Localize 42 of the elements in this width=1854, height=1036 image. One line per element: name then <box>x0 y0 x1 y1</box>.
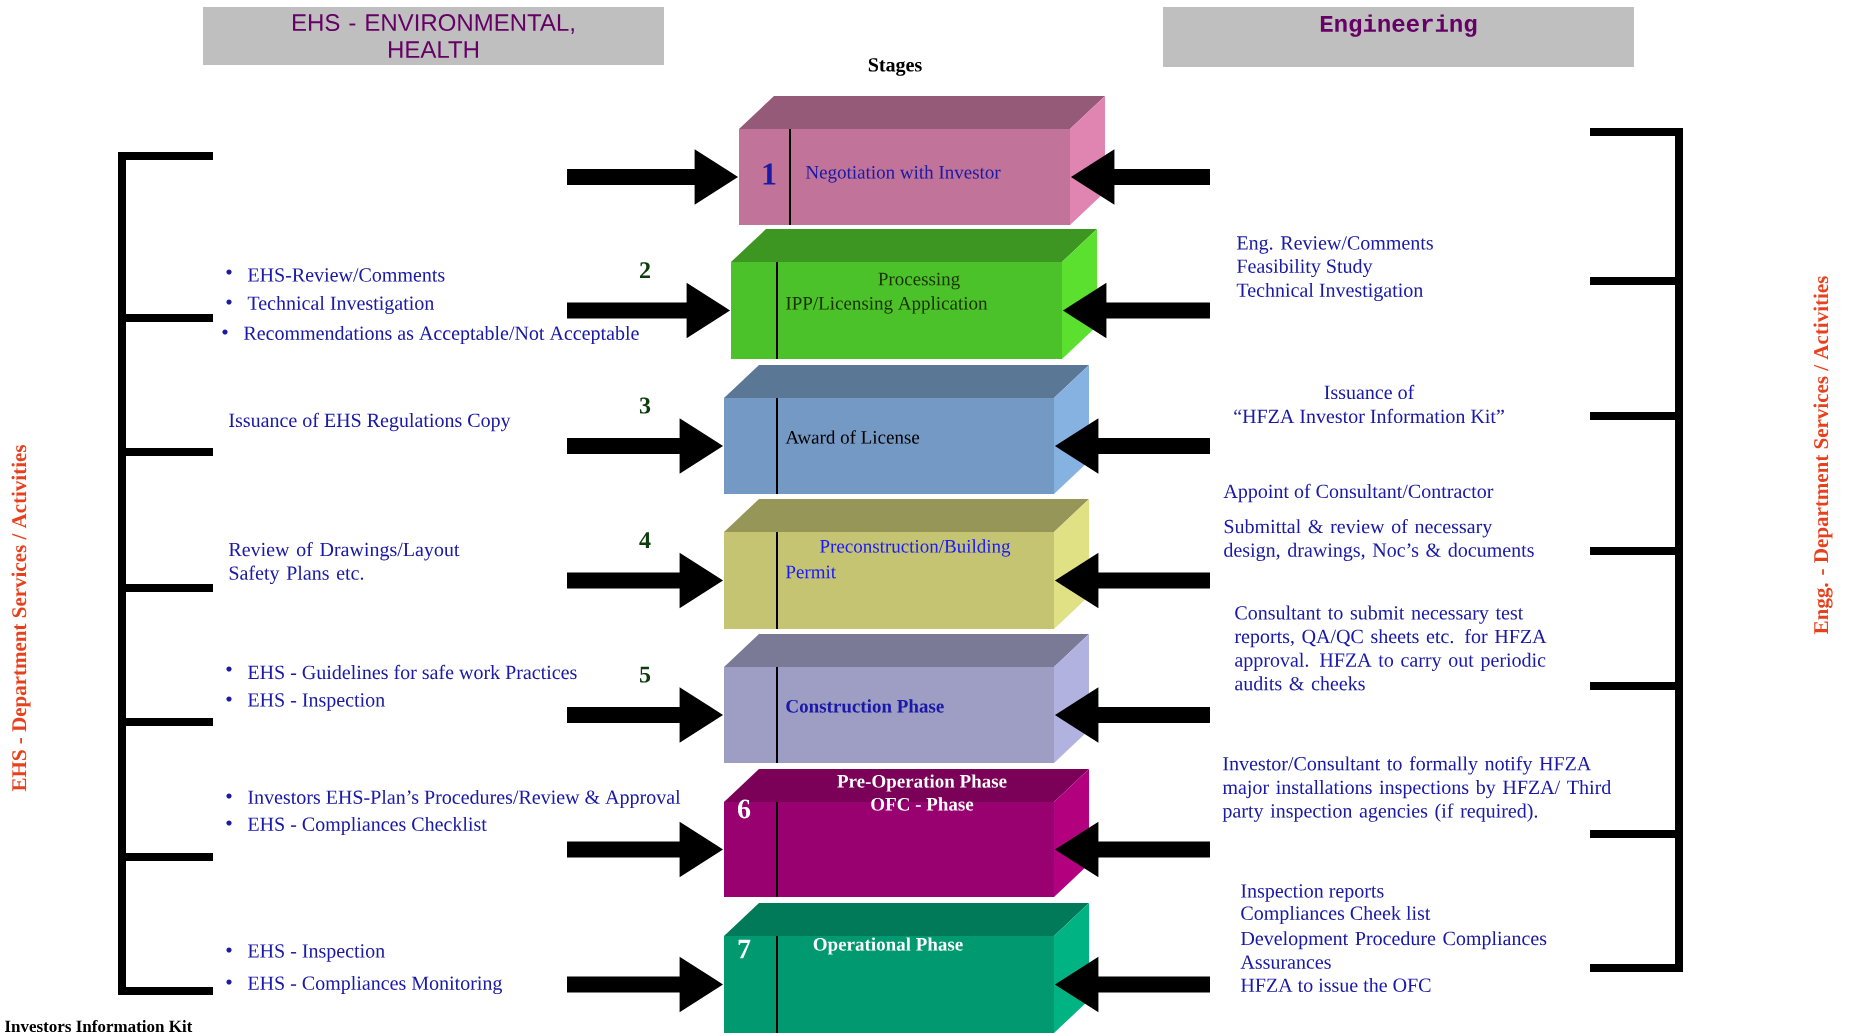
heading: Stages <box>868 58 922 76</box>
list-item: EHS - Guidelines for safe work Practices <box>226 664 577 680</box>
list-item: EHS-Review/Comments <box>226 268 445 282</box>
note-text: “HFZA Investor Information Kit” <box>1234 408 1504 424</box>
stage-number: 2 <box>640 262 650 279</box>
note-text: Review of Drawings/Layout Safety Plans etc. <box>228 542 460 584</box>
stage-number: 3 <box>639 397 651 414</box>
header-box: Engineering <box>1163 7 1634 67</box>
list-item: Technical Investigation <box>226 295 434 315</box>
list-item: EHS - Compliances Monitoring <box>226 975 503 995</box>
header-box: EHS - ENVIRONMENTAL, HEALTH <box>203 7 664 65</box>
stage-block: Award of License <box>724 365 1089 495</box>
note-text: Issuance of <box>1324 384 1415 400</box>
list-item: EHS - Inspection <box>226 944 385 962</box>
stage-block: 6 Pre-Operation Phase OFC - Phase <box>724 769 1089 898</box>
list-item: EHS - Inspection <box>226 693 385 711</box>
list-item: EHS - Compliances Checklist <box>226 816 487 836</box>
note-text: Inspection reports <box>1241 884 1384 902</box>
list-item: Investors EHS-Plan’s Procedures/Review & Approval <box>226 789 681 809</box>
stage-block: 7 Operational Phase <box>724 903 1089 1034</box>
side-heading: Engg. - Department Services / Activities <box>1813 276 1833 634</box>
note-text: HFZA to issue the OFC <box>1241 977 1431 993</box>
stage-block: Construction Phase <box>724 634 1089 764</box>
note-text: Investor/Consultant to formally notify HFZA major installations inspections by HFZA/ Third party inspection agencies (if required). <box>1222 756 1612 822</box>
stage-number: 5 <box>640 666 651 683</box>
note-text: Development Procedure Compliances Assurances <box>1240 931 1547 969</box>
node-label: Pre-Operation Phase <box>837 774 1007 792</box>
note-text: Submittal & review of necessary design, drawings, Noc’s & documents <box>1224 519 1534 561</box>
stage-number: 4 <box>639 532 651 549</box>
note-text: Compliances Cheek list <box>1241 905 1431 925</box>
stage-block: Preconstruction/Building Permit <box>724 499 1089 630</box>
note-text: Appoint of Consultant/Contractor <box>1223 483 1494 503</box>
stage-block: 1 Negotiation with Investor <box>739 96 1105 226</box>
side-heading: EHS - Department Services / Activities <box>11 445 31 792</box>
note-text: Technical Investigation <box>1236 282 1423 302</box>
note-text: Consultant to submit necessary test reports, QA/QC sheets etc. for HFZA approval. HFZA to carry out periodic audits & cheeks <box>1234 605 1547 691</box>
note-text: Issuance of EHS Regulations Copy <box>229 412 511 432</box>
note-text: Eng. Review/Comments <box>1236 236 1433 254</box>
list-item: Recommendations as Acceptable/Not Acceptable <box>222 325 639 345</box>
note-text: Feasibility Study <box>1236 258 1373 278</box>
note-text: Investors Information Kit <box>4 1019 193 1033</box>
stage-block: Processing IPP/Licensing Application <box>731 229 1097 360</box>
